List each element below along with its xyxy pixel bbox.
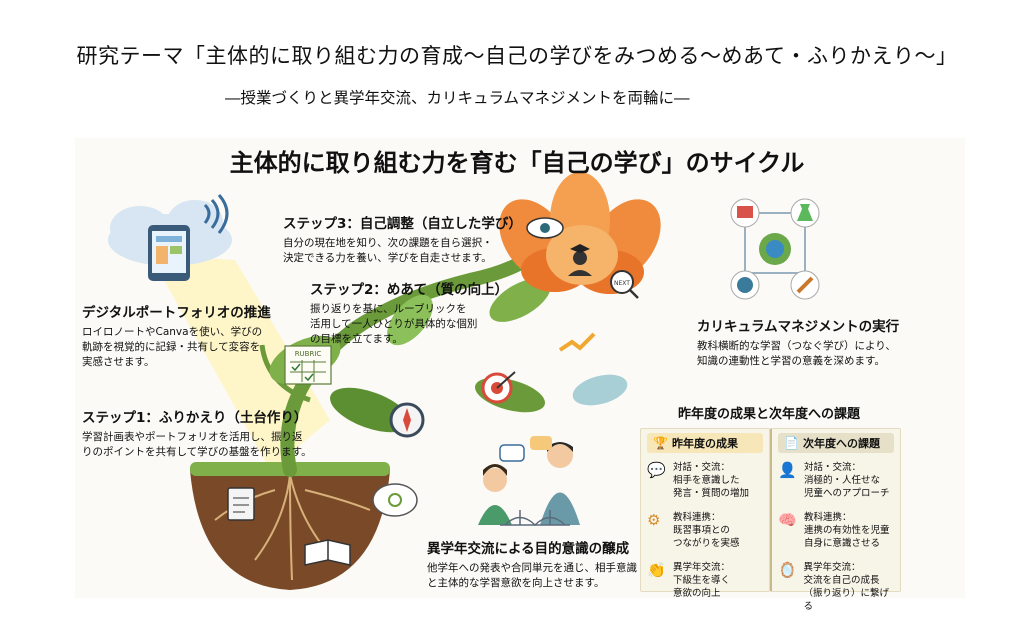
this-year-items: 💬 対話・交流： 相手を意識した 発言・質問の増加 ⚙ 教科連携： 既習事項との… — [647, 461, 765, 605]
list-item: 🧠 教科連携： 連携の有効性を児童 自身に意識させる — [778, 511, 896, 555]
list-item: 💬 対話・交流： 相手を意識した 発言・質問の増加 — [647, 461, 765, 505]
item-line: 既習事項との — [673, 525, 730, 536]
step3-body-line: 決定できる力を養い、学びを自走させます。 — [283, 252, 492, 264]
step2-block: ステップ2：めあて（質の向上） 振り返りを基に、ルーブリックを 活用して一人ひと… — [310, 278, 508, 347]
next-year-label: 次年度への課題 — [802, 437, 880, 450]
results-title: 昨年度の成果と次年度への課題 — [677, 407, 860, 422]
step2-heading: ステップ2：めあて（質の向上） — [310, 282, 509, 298]
list-item: 👤 対話・交流： 消極的・人任せな 児童へのアプローチ — [778, 461, 896, 505]
item-line: 下級生を導く — [673, 575, 731, 586]
item-line: 対話・交流： — [804, 462, 862, 473]
this-year-header: 🏆 昨年度の成果 — [647, 433, 763, 453]
digital-body-line: 実感させます。 — [82, 356, 155, 368]
gears-icon: ⚙ — [647, 511, 661, 529]
earth-icon — [737, 277, 753, 293]
item-line: 意欲の向上 — [673, 588, 721, 599]
curriculum-block: カリキュラムマネジメントの実行 教科横断的な学習（つなぐ学び）により、 知識の連… — [697, 315, 899, 369]
research-theme-title: 研究テーマ「主体的に取り組む力の育成～自己の学びをみつめる～めあて・ふりかえり～… — [76, 44, 958, 68]
item-line: （振り返り）に繋げる — [803, 588, 889, 612]
item-line: 自身に意識させる — [804, 538, 881, 549]
step3-heading: ステップ3：自己調整（自立した学び） — [283, 216, 522, 232]
step3-block: ステップ3：自己調整（自立した学び） 自分の現在地を知り、次の課題を自ら選択・ … — [283, 212, 522, 266]
step1-body-line: 学習計画表やポートフォリオを活用し、振り返 — [82, 431, 303, 443]
speech-bubble-icon: 💬 — [647, 461, 666, 479]
cycle-title: 主体的に取り組む力を育む「自己の学び」のサイクル — [229, 149, 805, 177]
book-subject-icon — [737, 206, 753, 218]
curriculum-body-line: 教科横断的な学習（つなぐ学び）により、 — [697, 340, 896, 352]
eye-icon — [526, 217, 564, 239]
magnifier-next-icon: NEXT — [610, 270, 639, 299]
next-year-column: 📄 次年度への課題 👤 対話・交流： 消極的・人任せな 児童へのアプローチ 🧠 … — [770, 428, 901, 612]
item-line: つながりを実感 — [673, 538, 740, 549]
digital-body-line: 軌跡を視覚的に記録・共有して変容を — [82, 341, 261, 353]
mirror-icon: 🪞 — [778, 561, 797, 579]
this-year-label: 昨年度の成果 — [671, 437, 738, 450]
item-line: 対話・交流： — [673, 462, 731, 473]
digital-portfolio-block: デジタルポートフォリオの推進 ロイロノートやCanvaを使い、学びの 軌跡を視覚… — [82, 301, 271, 370]
document-icon: 📄 — [784, 436, 799, 450]
curriculum-body-line: 知識の連動性と学習の意義を深めます。 — [697, 355, 885, 367]
item-line: 発言・質問の増加 — [673, 488, 750, 499]
exchange-body-line: 他学年への発表や合同単元を通じ、相手意識 — [427, 562, 637, 574]
item-line: 異学年交流： — [673, 562, 731, 573]
book-icon — [304, 539, 351, 566]
item-line: 教科連携： — [804, 512, 852, 523]
step1-block: ステップ1：ふりかえり（土台作り） 学習計画表やポートフォリオを活用し、振り返 … — [82, 406, 312, 460]
next-badge: NEXT — [614, 280, 630, 287]
step2-body-line: 振り返りを基に、ルーブリックを — [310, 303, 467, 315]
curriculum-heading: カリキュラムマネジメントの実行 — [697, 319, 900, 335]
bridge-icon — [500, 510, 570, 527]
exchange-body-line: と主体的な学習意欲を向上させます。 — [427, 577, 605, 589]
item-line: 消極的・人任せな — [804, 475, 881, 486]
rubric-card-icon: RUBRIC — [284, 345, 332, 385]
clipboard-icon — [227, 487, 255, 521]
student-teacher-icon — [478, 436, 580, 525]
step2-body-line: の目標を立てます。 — [310, 333, 403, 345]
item-line: 交流を自己の成長 — [803, 575, 880, 586]
this-year-column: 🏆 昨年度の成果 💬 対話・交流： 相手を意識した 発言・質問の増加 ⚙ 教科連… — [640, 428, 770, 599]
graduate-icon — [568, 244, 592, 276]
step2-body-line: 活用して一人ひとりが具体的な個別 — [310, 318, 478, 330]
next-year-items: 👤 対話・交流： 消極的・人任せな 児童へのアプローチ 🧠 教科連携： 連携の有… — [778, 461, 896, 612]
next-year-header: 📄 次年度への課題 — [778, 433, 894, 453]
list-item: 👏 異学年交流： 下級生を導く 意欲の向上 — [647, 561, 765, 605]
compass-icon — [389, 402, 425, 438]
list-item: ⚙ 教科連携： 既習事項との つながりを実感 — [647, 511, 765, 555]
digital-heading: デジタルポートフォリオの推進 — [82, 305, 271, 321]
trophy-icon: 🏆 — [653, 436, 668, 450]
item-line: 相手を意識した — [673, 475, 740, 486]
item-line: 教科連携： — [673, 512, 721, 523]
exchange-block: 異学年交流による目的意識の醸成 他学年への発表や合同単元を通じ、相手意識 と主体… — [427, 537, 637, 591]
paintbrush-icon — [796, 276, 814, 294]
digital-body-line: ロイロノートやCanvaを使い、学びの — [82, 326, 263, 338]
globe-icon — [766, 240, 784, 258]
item-line: 児童へのアプローチ — [804, 488, 890, 499]
step1-body-line: りのポイントを共有して学びの基盤を作ります。 — [82, 446, 312, 458]
person-question-icon: 👤 — [778, 461, 797, 479]
flask-icon — [797, 204, 813, 221]
rubric-label: RUBRIC — [295, 350, 322, 358]
clap-icon: 👏 — [647, 561, 666, 579]
step3-body-line: 自分の現在地を知り、次の課題を自ら選択・ — [283, 237, 493, 249]
research-theme-subtitle: ―授業づくりと異学年交流、カリキュラムマネジメントを両輪に― — [225, 89, 690, 107]
growth-arrow-icon — [558, 332, 596, 352]
thought-bubble-icon — [372, 483, 418, 517]
list-item: 🪞 異学年交流： 交流を自己の成長 （振り返り）に繋げる — [778, 561, 896, 612]
head-link-icon: 🧠 — [778, 511, 797, 529]
step1-heading: ステップ1：ふりかえり（土台作り） — [82, 410, 308, 426]
item-line: 連携の有効性を児童 — [804, 525, 890, 536]
target-icon — [481, 371, 516, 404]
results-section: 昨年度の成果と次年度への課題 — [640, 403, 898, 422]
cloud-tablet-icon — [108, 194, 232, 281]
exchange-heading: 異学年交流による目的意識の醸成 — [427, 541, 630, 557]
item-line: 異学年交流： — [803, 562, 861, 573]
